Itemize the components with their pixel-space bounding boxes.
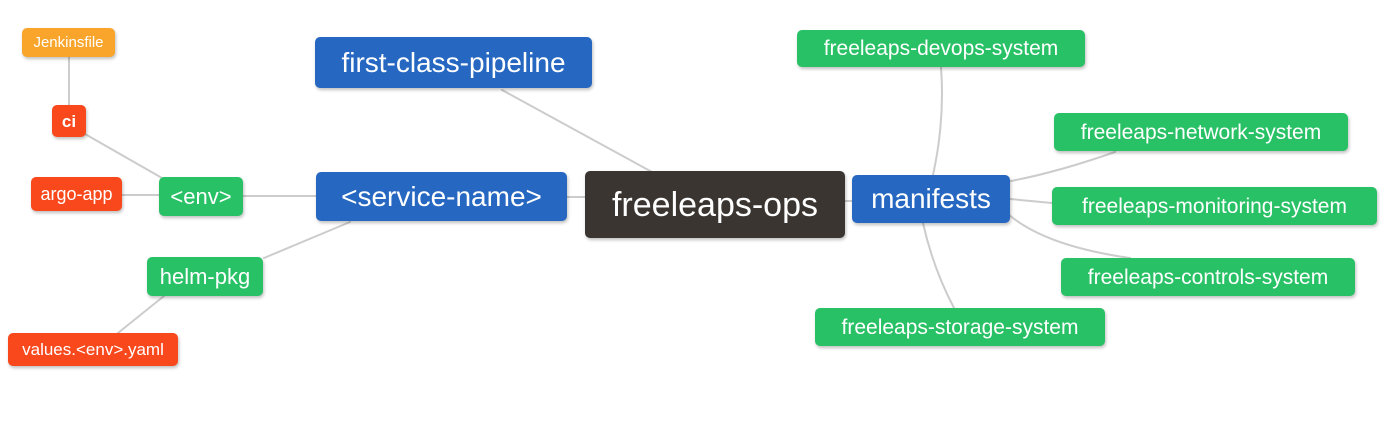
node-argo-app[interactable]: argo-app (31, 177, 122, 211)
edge-manifests-devops-system (932, 66, 943, 176)
edge-manifests-storage-system (922, 222, 955, 309)
edge-manifests-network-system (1010, 151, 1116, 182)
node-network-system[interactable]: freeleaps-network-system (1054, 113, 1348, 151)
node-storage-system[interactable]: freeleaps-storage-system (815, 308, 1105, 346)
edge-manifests-controls-system (1007, 213, 1131, 259)
node-freeleaps-ops[interactable]: freeleaps-ops (585, 171, 845, 238)
edge-ci-env (84, 133, 163, 179)
edge-service-name-helm-pkg (263, 221, 351, 259)
node-manifests[interactable]: manifests (852, 175, 1010, 223)
edge-first-class-pipeline-freeleaps-ops (501, 89, 653, 173)
edge-helm-pkg-values-env-yaml (117, 295, 165, 334)
node-monitoring-system[interactable]: freeleaps-monitoring-system (1052, 187, 1377, 225)
node-helm-pkg[interactable]: helm-pkg (147, 257, 263, 296)
node-first-class-pipeline[interactable]: first-class-pipeline (315, 37, 592, 88)
node-service-name[interactable]: <service-name> (316, 172, 567, 221)
node-env[interactable]: <env> (159, 177, 243, 216)
node-devops-system[interactable]: freeleaps-devops-system (797, 30, 1085, 67)
edge-manifests-monitoring-system (1009, 198, 1053, 204)
node-jenkinsfile[interactable]: Jenkinsfile (22, 28, 115, 57)
node-values-env-yaml[interactable]: values.<env>.yaml (8, 333, 178, 366)
node-controls-system[interactable]: freeleaps-controls-system (1061, 258, 1355, 296)
node-ci[interactable]: ci (52, 105, 86, 137)
